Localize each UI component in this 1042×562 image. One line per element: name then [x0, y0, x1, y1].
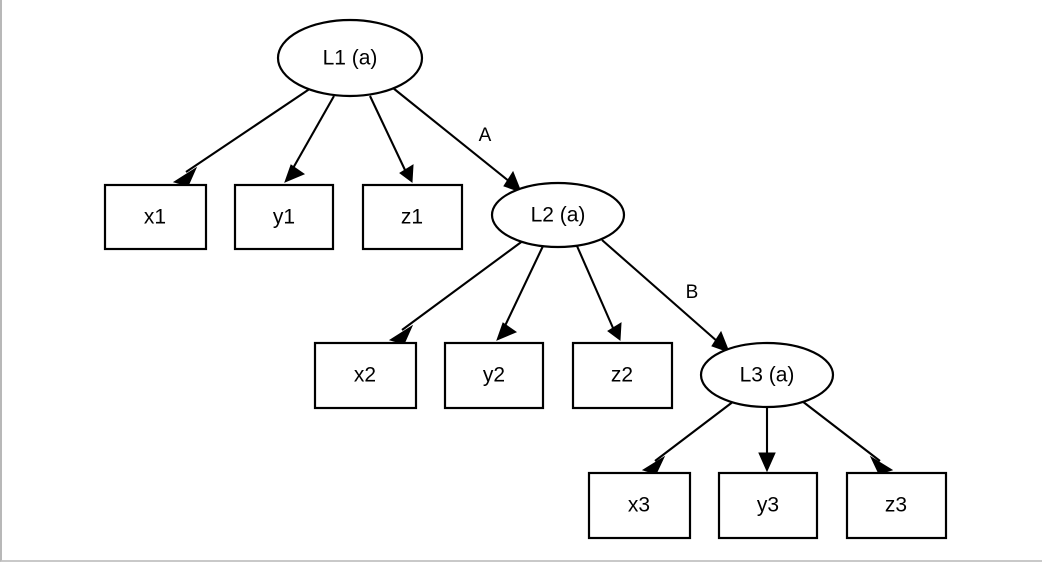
node-y3-label: y3 [757, 494, 779, 517]
node-z2-label: z2 [611, 364, 633, 387]
node-x3-label: x3 [628, 494, 650, 517]
node-x3-rect [587, 471, 692, 540]
node-z3-label: z3 [885, 494, 907, 517]
edge-L2-z2[interactable] [576, 245, 622, 341]
node-L2-label: L2 (a) [531, 204, 586, 227]
node-L3[interactable]: L3 (a) [699, 341, 835, 409]
node-x1[interactable]: x1 [103, 183, 208, 251]
edge-L2-y2[interactable] [496, 245, 544, 341]
node-y2[interactable]: y2 [443, 341, 545, 410]
node-L2-ellipse [490, 181, 626, 249]
edge-L2-L3[interactable] [601, 239, 730, 353]
node-x2-label: x2 [354, 364, 376, 387]
node-y3[interactable]: y3 [717, 471, 819, 540]
node-L1[interactable]: L1 (a) [276, 18, 424, 98]
node-x2[interactable]: x2 [313, 341, 418, 410]
node-z2-rect [571, 341, 674, 410]
node-x1-label: x1 [144, 206, 166, 229]
node-x3[interactable]: x3 [587, 471, 692, 540]
node-z1[interactable]: z1 [361, 183, 464, 251]
edge-L1-z1[interactable] [369, 95, 414, 183]
edge-L3-z3[interactable] [801, 400, 894, 475]
node-z1-rect [361, 183, 464, 251]
node-x2-rect [313, 341, 418, 410]
edge-L3-y3[interactable] [758, 407, 776, 473]
node-z3[interactable]: z3 [845, 471, 948, 540]
node-y3-rect [717, 471, 819, 540]
node-z2[interactable]: z2 [571, 341, 674, 410]
node-L2[interactable]: L2 (a) [490, 181, 626, 249]
node-y1-label: y1 [273, 206, 295, 229]
node-y1-rect [233, 183, 335, 251]
node-z1-label: z1 [401, 206, 423, 229]
edge-L1-y1[interactable] [284, 95, 335, 183]
node-L3-label: L3 (a) [740, 364, 795, 387]
node-y1[interactable]: y1 [233, 183, 335, 251]
node-y2-label: y2 [483, 364, 505, 387]
node-L1-label: L1 (a) [323, 47, 378, 70]
edge-L1-L2[interactable] [392, 87, 522, 193]
edge-label-B: B [686, 282, 699, 303]
node-x1-rect [103, 183, 208, 251]
node-L3-ellipse [699, 341, 835, 409]
node-y2-rect [443, 341, 545, 410]
edge-L3-x3[interactable] [641, 400, 735, 475]
node-L1-ellipse [276, 18, 424, 98]
edge-label-A: A [479, 125, 492, 146]
node-z3-rect [845, 471, 948, 540]
